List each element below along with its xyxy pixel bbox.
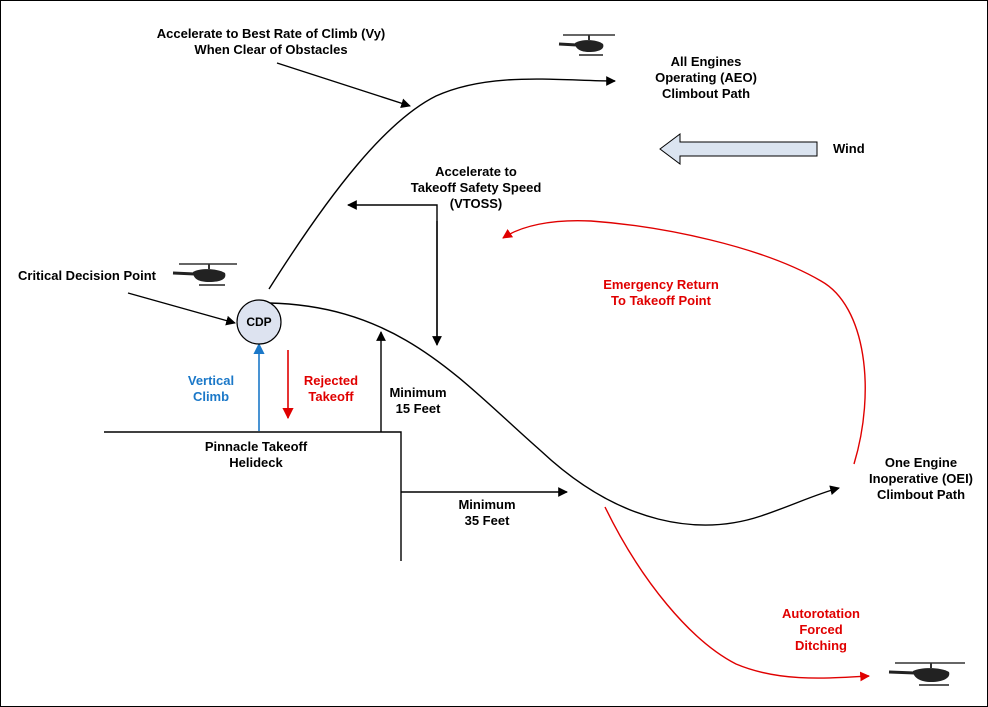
aeo-line-2: Operating (AEO) — [655, 70, 757, 85]
cdp-circle — [236, 299, 282, 345]
vtoss-line-3: (VTOSS) — [449, 196, 503, 211]
helideck-ground-line — [104, 431, 402, 561]
emergency-return-line-2: To Takeoff Point — [611, 293, 711, 308]
vertical-climb-label: Vertical Climb — [171, 373, 251, 405]
wind-arrow — [659, 133, 818, 165]
wind-text: Wind — [833, 141, 865, 156]
accelerate-vy-line-2: When Clear of Obstacles — [194, 42, 348, 57]
rejected-takeoff-line-2: Takeoff — [308, 389, 354, 404]
cdp-label: CDP — [246, 315, 272, 329]
emergency-return-label: Emergency Return To Takeoff Point — [581, 277, 741, 309]
aeo-label: All Engines Operating (AEO) Climbout Pat… — [641, 54, 771, 102]
minimum-15-line-1: Minimum — [389, 385, 447, 400]
aeo-line-3: Climbout Path — [661, 86, 751, 101]
accelerate-vy-label: Accelerate to Best Rate of Climb (Vy) Wh… — [141, 26, 401, 58]
vtoss-bracket — [347, 200, 438, 343]
critical-decision-point-text: Critical Decision Point — [18, 268, 156, 283]
pinnacle-line-2: Helideck — [229, 455, 283, 470]
autorotation-line-2: Forced — [799, 622, 843, 637]
helicopter-icon — [172, 263, 237, 286]
aeo-climbout-path — [268, 76, 616, 290]
autorotation-line-3: Ditching — [795, 638, 847, 653]
vertical-climb-line-2: Climb — [192, 389, 230, 404]
rejected-takeoff-label: Rejected Takeoff — [296, 373, 366, 405]
oei-label: One Engine Inoperative (OEI) Climbout Pa… — [861, 455, 981, 503]
minimum-35-line-2: 35 Feet — [464, 513, 510, 528]
pinnacle-line-1: Pinnacle Takeoff — [204, 439, 308, 454]
cdp-pointer — [127, 292, 236, 326]
oei-climbout-path — [268, 302, 840, 526]
accelerate-vy-line-1: Accelerate to Best Rate of Climb (Vy) — [156, 26, 386, 41]
emergency-return-path — [502, 219, 866, 465]
rejected-takeoff-line-1: Rejected — [303, 373, 359, 388]
critical-decision-point-label: Critical Decision Point — [18, 268, 156, 284]
vtoss-line-2: Takeoff Safety Speed — [410, 180, 542, 195]
oei-line-3: Climbout Path — [876, 487, 966, 502]
vtoss-line-1: Accelerate to — [435, 164, 517, 179]
helicopter-icon — [888, 662, 965, 686]
autorotation-path — [604, 506, 870, 682]
vertical-climb-line-1: Vertical — [187, 373, 235, 388]
oei-line-2: Inoperative (OEI) — [868, 471, 974, 486]
minimum-35-label: Minimum 35 Feet — [449, 497, 525, 529]
autorotation-label: Autorotation Forced Ditching — [771, 606, 871, 654]
vtoss-label: Accelerate to Takeoff Safety Speed (VTOS… — [396, 164, 556, 212]
autorotation-line-1: Autorotation — [782, 606, 860, 621]
minimum-15-label: Minimum 15 Feet — [383, 385, 453, 417]
emergency-return-line-1: Emergency Return — [603, 277, 719, 292]
minimum-15-line-2: 15 Feet — [395, 401, 441, 416]
helicopter-icon — [558, 34, 615, 56]
accelerate-vy-pointer — [276, 62, 411, 108]
aeo-line-1: All Engines — [670, 54, 742, 69]
pinnacle-label: Pinnacle Takeoff Helideck — [186, 439, 326, 471]
minimum-35-line-1: Minimum — [458, 497, 516, 512]
oei-line-1: One Engine — [884, 455, 958, 470]
wind-label: Wind — [833, 141, 865, 157]
